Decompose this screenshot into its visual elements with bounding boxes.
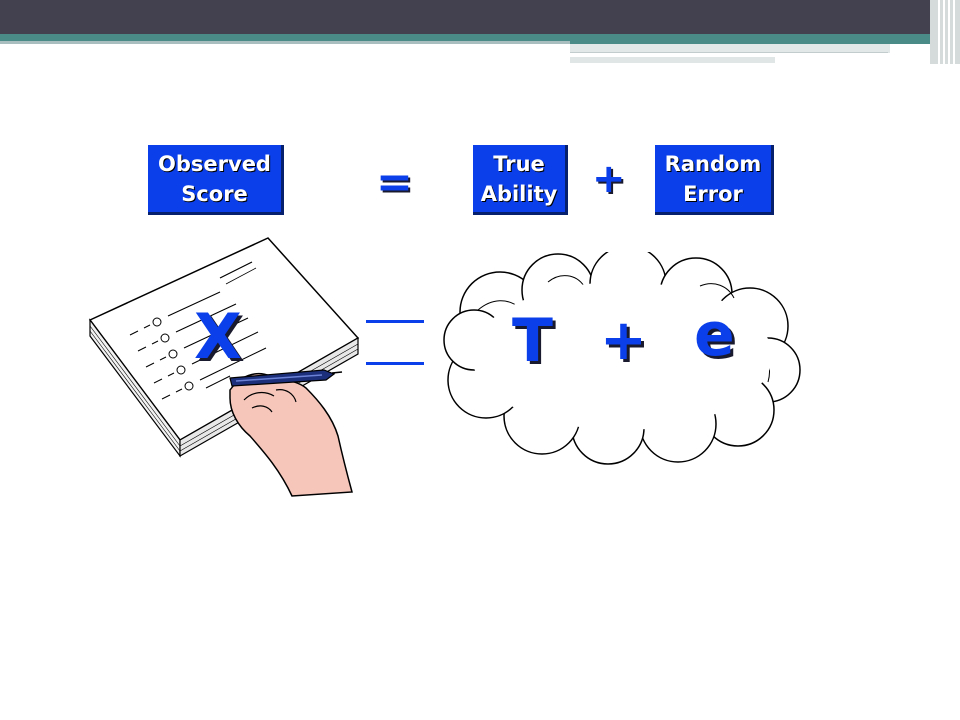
header-stripe (943, 0, 945, 64)
header-teal-band (0, 34, 930, 41)
cloud-plus-sign: + (600, 308, 647, 373)
header-stripe (948, 0, 950, 64)
header-right-block (930, 0, 960, 64)
header-light-band-short (570, 57, 775, 63)
equals-line-bottom (366, 362, 424, 365)
true-score-t-symbol: T (512, 306, 553, 376)
header-stripe (953, 0, 955, 64)
test-sheet-illustration (88, 237, 360, 497)
observed-score-box: Observed Score (148, 145, 284, 215)
cloud-illustration (443, 252, 801, 465)
plus-sign: + (592, 156, 626, 202)
observed-x-symbol: X (194, 300, 242, 373)
header-gray-line (0, 41, 570, 44)
header-bar (0, 0, 960, 34)
header-teal-line (570, 41, 930, 44)
equals-line-top (366, 320, 424, 323)
header-light-band (570, 44, 890, 53)
header-thin-line (570, 52, 888, 53)
error-e-symbol: e (694, 300, 735, 370)
true-ability-box: True Ability (473, 145, 568, 215)
random-error-box: Random Error (655, 145, 774, 215)
header-stripe (938, 0, 940, 64)
equals-sign: = (376, 157, 413, 208)
